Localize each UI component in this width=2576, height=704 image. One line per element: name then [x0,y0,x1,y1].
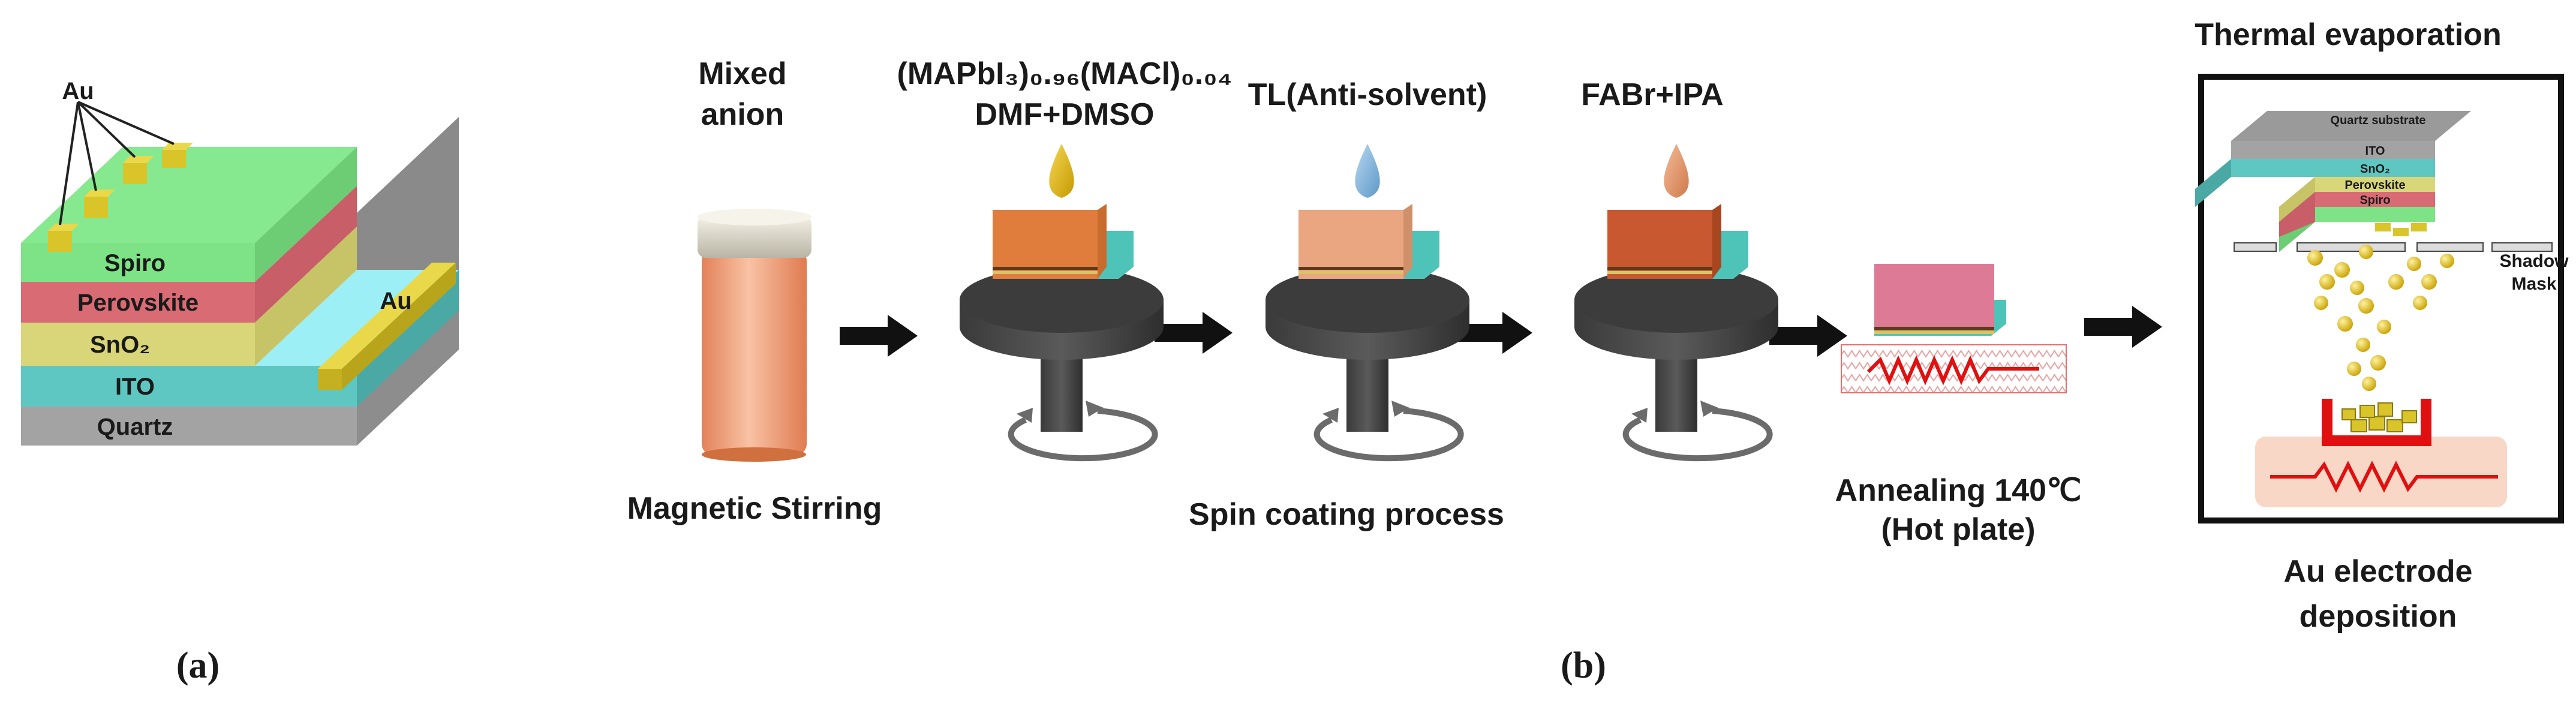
evap-label-ito: ITO [2365,145,2385,158]
au-side-electrode [318,263,456,390]
spin-coater-3 [1574,144,1778,462]
layer-spiro [21,243,255,282]
label-shadow: Shadow [2499,251,2569,271]
evap-label-sno2: SnO₂ [2360,163,2390,176]
label-perovskite: Perovskite [77,290,199,316]
spin-coater-1 [960,144,1164,462]
label-mixed: Mixed [698,56,786,91]
arrow-3 [1454,312,1532,354]
label-spiro: Spiro [104,250,166,276]
process-arrows [840,306,2162,357]
label-annealing: Annealing 140℃ [1835,473,2082,508]
label-mask: Mask [2511,274,2556,294]
arrow-4 [1769,315,1847,357]
label-deposition: deposition [2300,599,2457,634]
label-anion: anion [701,97,784,132]
evaporation-source [2255,399,2507,507]
gold-particles [2307,245,2454,391]
label-au-electrode: Au electrode [2284,554,2473,589]
label-quartz: Quartz [97,414,173,440]
label-spin-coating: Spin coating process [1189,497,1504,532]
caption-a: (a) [176,645,220,686]
au-fingers [48,143,193,252]
label-formula: (MAPbI₃)₀.₉₆(MACl)₀.₀₄ [897,56,1233,91]
layer-sno2 [21,323,255,366]
evap-label-quartz: Quartz substrate [2331,114,2426,127]
label-anti-solvent: TL(Anti-solvent) [1248,77,1487,112]
arrow-2 [1155,312,1233,354]
evap-label-spiro: Spiro [2359,194,2390,207]
spin-coater-2 [1266,144,1469,462]
device-stack: Au Au Spiro Perovskite SnO₂ ITO Quartz [21,78,459,446]
label-fabr-ipa: FABr+IPA [1581,77,1723,112]
evap-label-perovskite: Perovskite [2344,179,2405,192]
arrow-1 [840,315,918,357]
label-ito: ITO [115,374,155,400]
au-pointer-lines [59,101,175,225]
arrow-5 [2084,306,2162,348]
inverted-device: Quartz substrate ITO SnO₂ Perovskite Spi… [2195,111,2471,252]
shadow-mask [2234,242,2553,252]
label-au-top: Au [62,78,94,104]
label-hot-plate: (Hot plate) [1881,512,2035,547]
vial [698,209,811,462]
layer-perovskite [21,282,255,323]
hot-plate [1841,264,2067,393]
label-au-side: Au [380,288,411,314]
label-sno2: SnO₂ [90,332,150,358]
caption-b: (b) [1561,645,1606,686]
layer-quartz [21,407,357,446]
layer-ito [21,366,357,407]
label-magnetic-stirring: Magnetic Stirring [627,491,882,526]
label-dmf-dmso: DMF+DMSO [975,97,1155,132]
label-thermal-evaporation: Thermal evaporation [2195,17,2501,52]
